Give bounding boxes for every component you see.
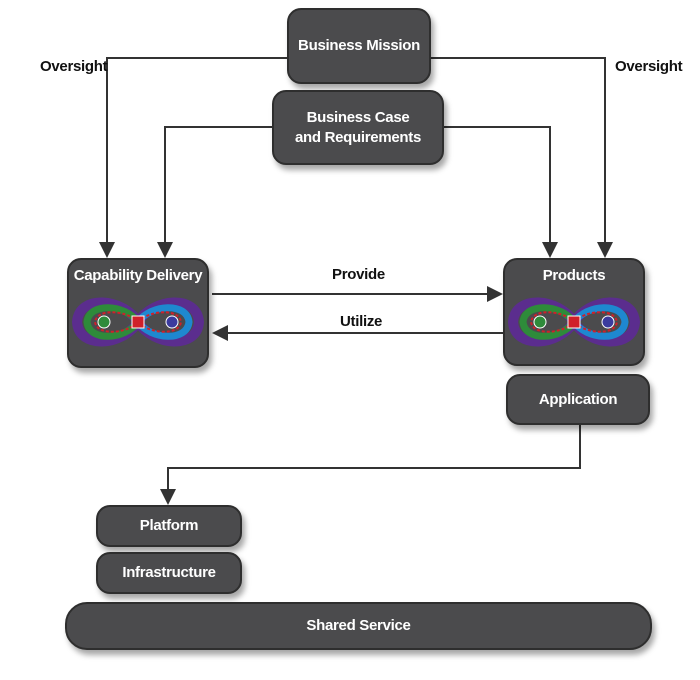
oversight-right-arrow	[430, 57, 613, 258]
capability-delivery-text: Capability Delivery	[73, 267, 203, 284]
oversight-left-label: Oversight	[40, 58, 108, 75]
application-node[interactable]: Application	[506, 374, 650, 425]
products-node[interactable]: Products	[503, 258, 645, 366]
requirements-text: and Requirements	[294, 128, 422, 146]
shared-service-text: Shared Service	[306, 617, 411, 634]
platform-node[interactable]: Platform	[96, 505, 242, 547]
infrastructure-text: Infrastructure	[122, 564, 216, 581]
oversight-right-label: Oversight	[615, 58, 683, 75]
utilize-label: Utilize	[340, 313, 383, 330]
business-mission-text: Business Mission	[298, 37, 420, 54]
products-text: Products	[542, 267, 606, 284]
provide-label: Provide	[332, 266, 385, 283]
business-case-left-arrow	[157, 126, 272, 258]
shared-service-node[interactable]: Shared Service	[65, 602, 652, 650]
business-mission-node[interactable]: Business Mission	[287, 8, 431, 84]
application-text: Application	[538, 390, 618, 408]
oversight-left-arrow	[99, 57, 287, 258]
business-case-node[interactable]: Business Case and Requirements	[272, 90, 444, 165]
business-case-text: Business Case	[306, 108, 410, 126]
capability-delivery-node[interactable]: Capability Delivery	[67, 258, 209, 368]
business-case-right-arrow	[443, 126, 558, 258]
infrastructure-node[interactable]: Infrastructure	[96, 552, 242, 594]
devsecops-infinity-icon	[507, 297, 641, 347]
devsecops-infinity-icon	[71, 297, 205, 347]
application-to-platform-arrow	[160, 423, 581, 505]
platform-text: Platform	[139, 517, 199, 534]
